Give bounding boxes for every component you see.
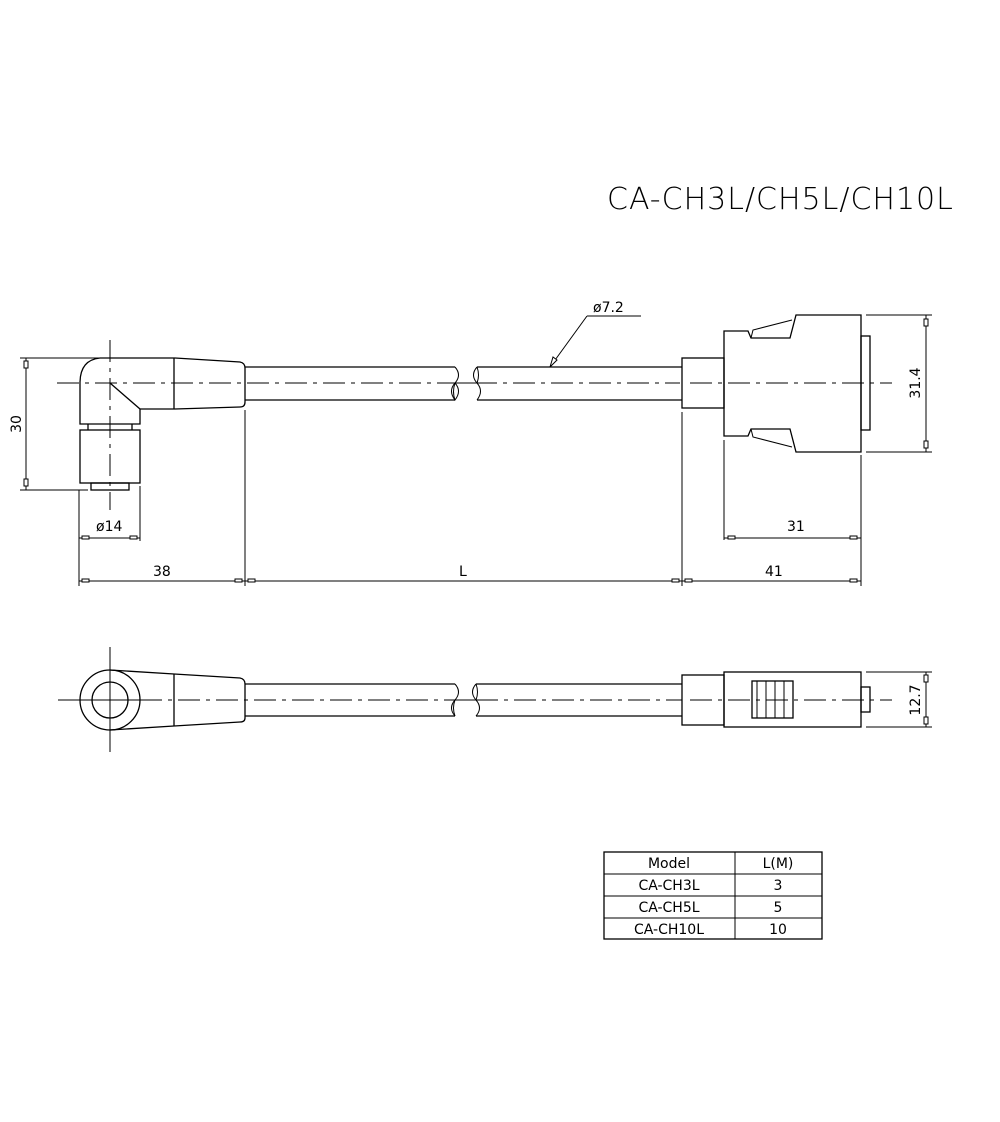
connector-height-label: 31.4: [908, 367, 924, 398]
model-table: Model L(M) CA-CH3L 3 CA-CH5L 5 CA-CH10L …: [603, 851, 823, 940]
left-connector-diameter-label: ø14: [96, 519, 122, 535]
cable-diameter-label: ø7.2: [593, 300, 624, 316]
right-connector-side: [681, 671, 892, 728]
connector-thickness-label: 12.7: [908, 684, 924, 715]
left-connector-side: [58, 647, 246, 752]
table-header-length: L(M): [763, 856, 794, 872]
cable: [245, 366, 682, 402]
left-connector-height-label: 30: [9, 415, 25, 433]
table-cell-length: 3: [774, 878, 783, 894]
drawing-title: CA-CH3L/CH5L/CH10L: [607, 182, 954, 217]
side-view: 12.7: [58, 647, 932, 752]
left-connector-length-label: 38: [153, 564, 171, 580]
table-cell-model: CA-CH10L: [634, 922, 704, 938]
table-cell-length: 10: [769, 922, 787, 938]
table-header-model: Model: [648, 856, 690, 872]
right-connector: [681, 314, 892, 453]
table-cell-model: CA-CH3L: [638, 878, 699, 894]
table-cell-length: 5: [774, 900, 783, 916]
right-connector-length-label: 41: [765, 564, 783, 580]
left-connector: [79, 357, 246, 491]
connector-body-length-label: 31: [787, 519, 805, 535]
top-view: ø7.2 31.4 30 ø14 31: [9, 300, 932, 586]
table-cell-model: CA-CH5L: [638, 900, 699, 916]
cable-length-label: L: [459, 564, 467, 580]
